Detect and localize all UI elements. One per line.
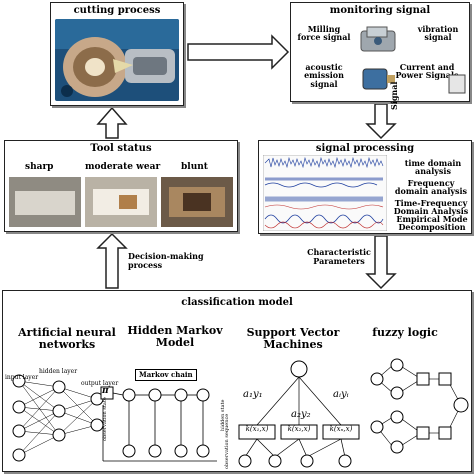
tool-status-title: Tool status — [90, 143, 152, 154]
acoustic-emission-label: acoustic emission signal — [304, 62, 344, 89]
monitoring-signal-title: monitoring signal — [329, 5, 431, 16]
arrow-cutting-to-monitoring — [187, 34, 290, 70]
svm-kernel-3: k(xₙ,x) — [329, 425, 353, 433]
force-sensor-photo — [360, 26, 396, 52]
frequency-domain-label: Frequency domain analysis — [394, 178, 468, 197]
tool-sharp-label: sharp — [25, 162, 54, 172]
vibration-label: vibration signal — [417, 24, 459, 43]
svm-diagram — [238, 360, 360, 468]
monitoring-signal-box: monitoring signal Milling force signal v… — [290, 2, 470, 102]
decision-making-label: Decision-making process — [128, 251, 204, 270]
ann-title: Artificial neural networks — [18, 326, 116, 351]
fuzzy-diagram — [370, 358, 469, 454]
hmm-diagram — [100, 386, 217, 462]
power-sensor-photo — [448, 74, 466, 94]
classification-model-title: classification model — [181, 297, 293, 308]
fuzzy-title: fuzzy logic — [372, 326, 438, 339]
observation-state-label: observation state — [102, 397, 108, 441]
input-layer-label: input layer — [5, 374, 39, 381]
ann-diagram — [12, 374, 104, 462]
tool-blunt-label: blunt — [181, 162, 208, 172]
svm-kernel-1: k(x₁,x) — [245, 425, 269, 433]
signal-processing-title: signal processing — [315, 143, 415, 154]
hidden-layer-label: hidden layer — [39, 368, 78, 375]
signal-processing-box: signal processing time domain analysis F… — [258, 140, 472, 234]
time-domain-label: time domain analysis — [404, 158, 462, 177]
output-layer-label: output layer — [81, 380, 119, 387]
time-frequency-label: Time-Frequency Domain Analysis — [393, 198, 469, 217]
svm-weight-1: a₁y₁ — [243, 389, 263, 400]
cutting-process-box: cutting process — [50, 2, 184, 106]
tool-status-box: Tool status sharp moderate wear blunt — [4, 140, 238, 232]
svm-title: Support Vector Machines — [246, 326, 340, 351]
observation-sequence-label: observation sequence — [224, 413, 230, 469]
characteristic-parameters-label: Characteristic Parameters — [307, 247, 371, 266]
svm-weight-2: a₂y₂ — [291, 409, 311, 420]
arrow-tool-to-cutting — [96, 106, 128, 139]
classification-model-box: classification model Artificial neural n… — [2, 290, 472, 472]
current-power-label: Current and Power Signals — [395, 62, 459, 81]
arrow-monitoring-to-processing — [365, 103, 397, 140]
cutting-process-photo — [55, 19, 179, 101]
tool-wear-photos — [9, 177, 233, 227]
arrow-classification-to-tool — [96, 232, 128, 289]
arrow-processing-to-classification — [365, 235, 397, 290]
signal-label: Signal — [389, 81, 399, 110]
milling-force-label: Milling force signal — [297, 24, 351, 43]
cutting-process-title: cutting process — [73, 5, 161, 16]
pi-label: π — [102, 386, 109, 396]
markov-chain-label: Markov chain — [135, 369, 197, 381]
svm-kernel-2: k(x₂,x) — [287, 425, 311, 433]
emd-label: Empirical Mode Decomposition — [396, 214, 468, 233]
tool-moderate-label: moderate wear — [85, 162, 161, 172]
signal-plots — [263, 155, 387, 231]
svm-weight-3: aᵢyᵢ — [333, 389, 349, 400]
acoustic-sensor-photo — [362, 68, 395, 90]
hmm-title: Hidden Markov Model — [127, 324, 223, 349]
